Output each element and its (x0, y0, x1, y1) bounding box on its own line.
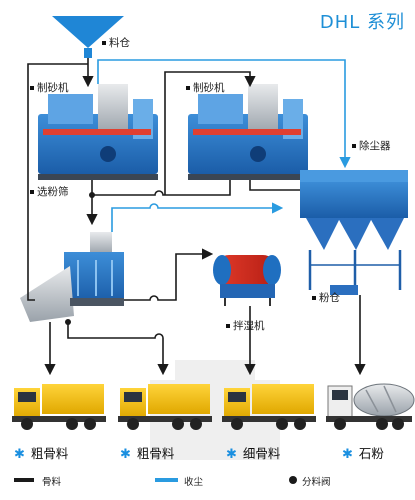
truck-3-icon (222, 384, 316, 430)
label-powder-screen: 选粉筛 (30, 184, 69, 199)
sand-making-machine-1-icon (38, 84, 158, 180)
truck-1-icon (12, 384, 106, 430)
legend-aggregate-label: 骨料 (42, 477, 62, 488)
mixer-truck-icon (326, 383, 415, 430)
legend-valve-swatch (289, 476, 297, 484)
aggregate-flow-lines (27, 58, 366, 376)
legend-valve-label: 分料阀 (302, 477, 331, 488)
distribution-valves (65, 192, 95, 325)
bullet-icon (30, 86, 34, 90)
asterisk-bullet-icon: ✱ (342, 447, 353, 462)
bullet-icon (352, 144, 356, 148)
label-powder-silo: 粉仓 (312, 290, 340, 305)
sand-making-machine-2-icon (188, 84, 308, 180)
series-title: DHL 系列 (319, 12, 405, 33)
label-hopper: 料仓 (102, 35, 130, 50)
asterisk-bullet-icon: ✱ (14, 447, 25, 462)
asterisk-bullet-icon: ✱ (226, 447, 237, 462)
output-1: ✱粗骨料 (14, 446, 69, 462)
output-2: ✱粗骨料 (120, 446, 175, 462)
mixer-icon (213, 255, 281, 306)
output-4: ✱石粉 (342, 446, 384, 462)
label-crusher-2: 制砂机 (186, 80, 225, 95)
legend (14, 476, 297, 484)
asterisk-bullet-icon: ✱ (120, 447, 131, 462)
bullet-icon (30, 190, 34, 194)
dust-collection-lines (97, 59, 351, 232)
bullet-icon (102, 41, 106, 45)
bullet-icon (226, 324, 230, 328)
powder-screen-icon (20, 232, 124, 322)
label-mixer: 拌湿机 (226, 318, 265, 333)
bullet-icon (312, 296, 316, 300)
label-crusher-1: 制砂机 (30, 80, 69, 95)
label-dust-collector: 除尘器 (352, 138, 391, 153)
output-3: ✱细骨料 (226, 446, 281, 462)
bullet-icon (186, 86, 190, 90)
truck-2-icon (118, 384, 212, 430)
hopper-icon (52, 16, 124, 58)
dust-collector-icon (300, 170, 408, 295)
legend-dust-label: 收尘 (184, 477, 204, 488)
